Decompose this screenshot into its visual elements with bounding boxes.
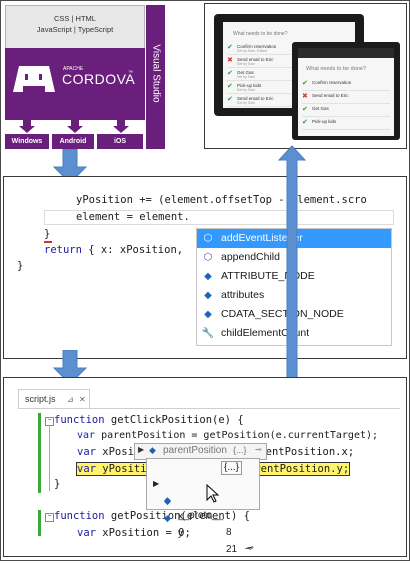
visual-studio-label: Visual Studio (150, 44, 162, 103)
front-row-2: ✖Send email to Eric (302, 91, 390, 104)
method-icon: ⬡ (203, 233, 213, 244)
dbg-line-5: } (54, 478, 61, 490)
collapse-2-icon[interactable]: − (45, 513, 54, 522)
platform-arrows-icon (19, 119, 129, 133)
tab-label: script.js (25, 394, 56, 404)
dbg-line-3-tail: arentPosition.x; (253, 446, 355, 458)
tab-script-js[interactable]: script.js ⊿ ✕ (18, 389, 90, 409)
dbg-line-4-tail: arentPosition.y; (248, 462, 351, 476)
pin-datatip-icon[interactable]: ⊸ (255, 445, 262, 454)
autocomplete-item-1[interactable]: ⬡appendChild (197, 248, 391, 267)
autocomplete-item-3[interactable]: ◆attributes (197, 286, 391, 305)
pin-icon[interactable]: ⊿ (67, 395, 74, 404)
autocomplete-item-4[interactable]: ◆CDATA_SECTION_NODE (197, 305, 391, 324)
current-line-box (44, 210, 394, 225)
tablet-front-screen: What needs to be done? ✔Confirm reservat… (298, 48, 394, 136)
datatip-row-value: 21 (226, 544, 238, 555)
arrow-up-icon (277, 145, 307, 384)
datatip-row-value: {...} (221, 461, 243, 475)
arrow-down-2-icon (52, 350, 88, 385)
datatip-header-value: {...} (233, 445, 247, 455)
platform-windows: Windows (5, 134, 49, 149)
front-row-1: ✔Confirm reservation (302, 78, 390, 91)
datatip-row-x[interactable]: ◆ x 8 ⊸ (147, 477, 259, 553)
cordova-apache-label: APACHE (63, 66, 84, 72)
datatip-object-icon: ◆ (149, 445, 156, 455)
method-icon: ⬡ (203, 252, 213, 263)
editor-top-rule (18, 408, 400, 409)
datatip-body: ▶ ◆ __proto__ {...} ⊸ ◆ x 8 ⊸ ◆ y 21 (146, 458, 260, 555)
stack-line-2: JavaScript | TypeScript (36, 25, 114, 34)
pin-row-icon[interactable]: ⊸ (245, 544, 252, 553)
pin-row-icon[interactable]: ⊸ (247, 543, 254, 552)
change-margin-1 (38, 413, 41, 493)
front-screen-title: What needs to be done? (306, 66, 366, 72)
arrow-down-1-icon (52, 149, 88, 184)
platform-android: Android (52, 134, 94, 149)
mouse-cursor-icon (206, 484, 220, 503)
field-icon: ◆ (164, 513, 171, 523)
datatip-row-name: __proto__ (178, 510, 224, 521)
cordova-logo-icon (13, 66, 55, 92)
field-icon: ◆ (204, 271, 212, 282)
code-line-3: } (44, 228, 51, 240)
fold-line (49, 425, 50, 491)
tablet-front: What needs to be done? ✔Confirm reservat… (292, 42, 400, 140)
datatip-header-name: parentPosition (163, 445, 227, 456)
dbg-line-3: var xPosit (77, 446, 141, 458)
field-icon: ◆ (204, 309, 212, 320)
expand-arrow-icon[interactable]: ▶ (153, 479, 160, 488)
cordova-tm-label: ™ (128, 70, 133, 76)
front-row-3: ✔Get Gas (302, 104, 390, 117)
web-stack-box: CSS | HTML JavaScript | TypeScript (5, 5, 145, 49)
cordova-block (5, 48, 145, 120)
cordova-name-label: CORDOVA (62, 71, 136, 87)
field-icon: ◆ (164, 496, 171, 506)
datatip-row-y[interactable]: ◆ y 21 (147, 494, 259, 555)
wrench-icon: 🔧 (201, 328, 215, 339)
visual-studio-bar (146, 5, 165, 149)
field-icon: ◆ (164, 495, 171, 505)
datatip-row-name: x (178, 511, 183, 522)
back-screen-title: What needs to be done? (233, 31, 288, 37)
brace-underline (44, 241, 52, 243)
code-line-2: element = element. (76, 211, 190, 223)
datatip-row-proto[interactable]: ▶ ◆ __proto__ {...} ⊸ (147, 460, 259, 552)
front-row-4: ✔Pick-up kids (302, 117, 390, 130)
dbg-line-2: var parentPosition = getPosition(e.curre… (77, 430, 379, 441)
platform-ios: iOS (97, 134, 143, 149)
code-line-1: yPosition += (element.offsetTop - elemen… (76, 194, 367, 206)
dbg-line-4: var yPositio (76, 462, 154, 476)
dbg-line-6: function getPosition(element) { (54, 510, 250, 522)
close-icon[interactable]: ✕ (79, 395, 86, 404)
front-screen-header (298, 48, 394, 58)
dbg-line-1: function getClickPosition(e) { (54, 414, 244, 426)
change-margin-2 (38, 510, 41, 536)
code-line-4: return { x: xPosition, (44, 244, 184, 256)
code-line-5: } (17, 260, 24, 272)
dbg-line-7: var xPosition = 0; (77, 527, 191, 539)
datatip-row-value: 8 (226, 527, 232, 538)
expand-arrow-icon[interactable]: ▶ (138, 445, 145, 454)
datatip-row-name: y (178, 528, 183, 539)
field-icon: ◆ (204, 290, 212, 301)
stack-line-1: CSS | HTML (54, 14, 96, 23)
